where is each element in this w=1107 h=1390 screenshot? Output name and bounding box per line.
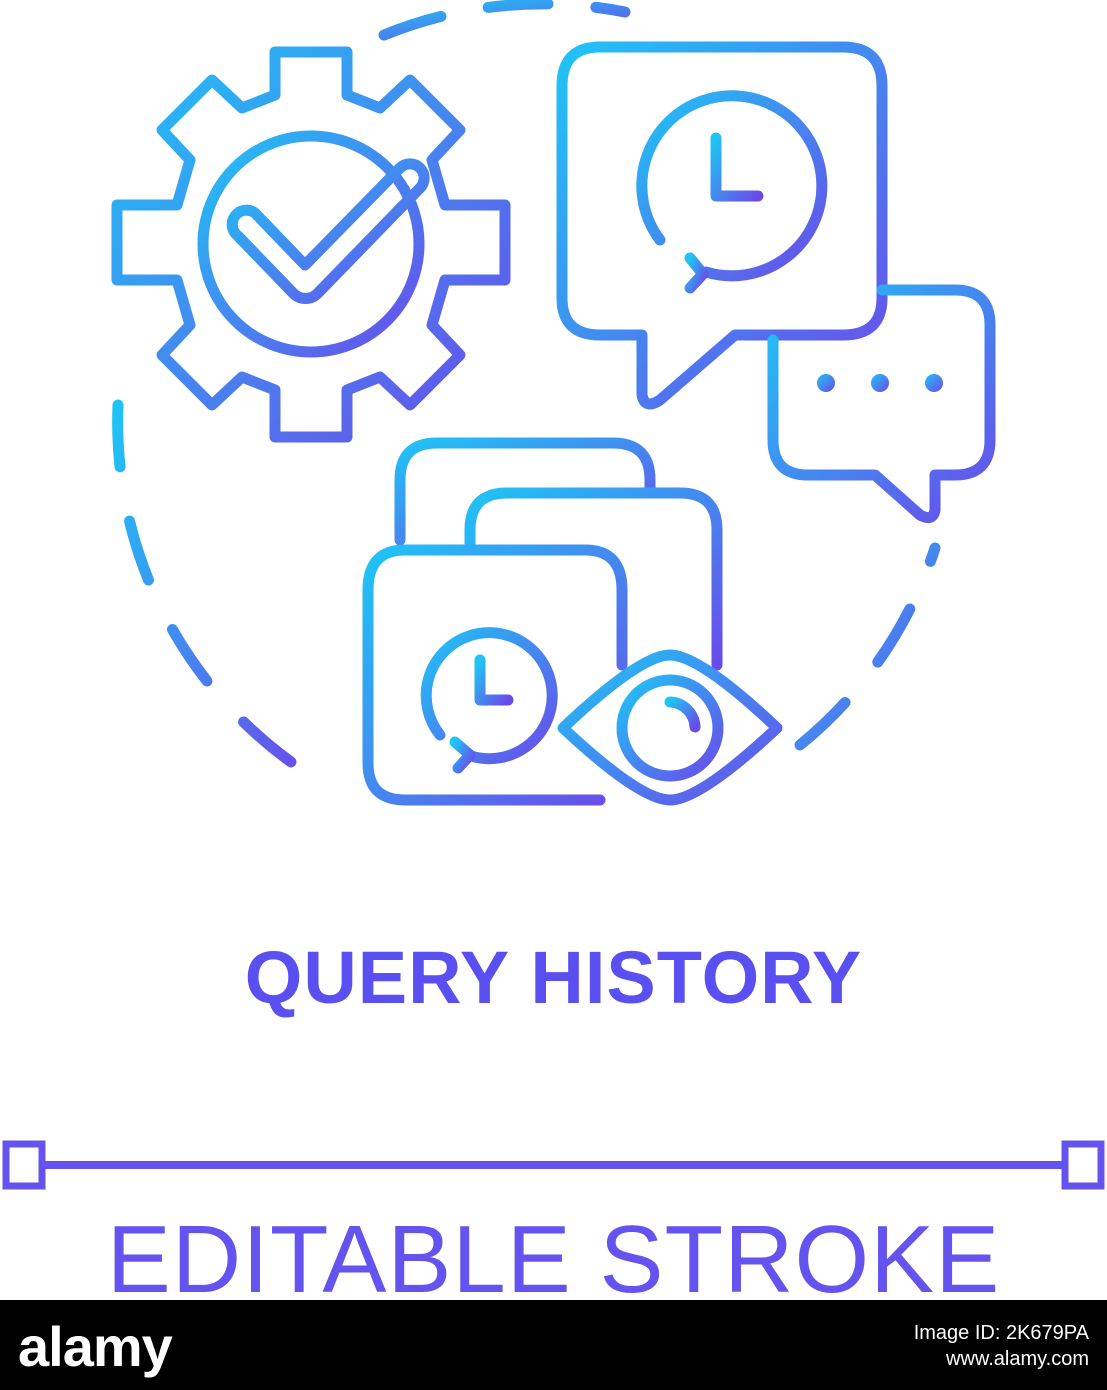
editable-stroke-line-icon [2,1140,1105,1190]
query-history-icon [111,0,996,806]
eye-icon [557,649,783,806]
brand-logo: alamy [18,1315,173,1378]
ellipsis-dots-icon [817,374,943,392]
site-url: www.alamy.com [946,1348,1089,1370]
browser-windows-icon [362,437,723,806]
clock-speech-bubble-icon [556,41,888,410]
editable-stroke-label: EDITABLE STROKE [106,1206,1001,1313]
dashed-circle-decoration [378,0,631,41]
ellipsis-speech-bubble-icon [767,284,996,524]
history-clock-icon [420,627,558,774]
gear-check-icon [111,46,511,443]
image-id-block: Image ID: 2K679PA www.alamy.com [914,1320,1089,1372]
icon-title: QUERY HISTORY [244,936,863,1019]
image-id: Image ID: 2K679PA [913,1322,1089,1344]
stock-footer: alamy Image ID: 2K679PA www.alamy.com [0,1300,1107,1390]
